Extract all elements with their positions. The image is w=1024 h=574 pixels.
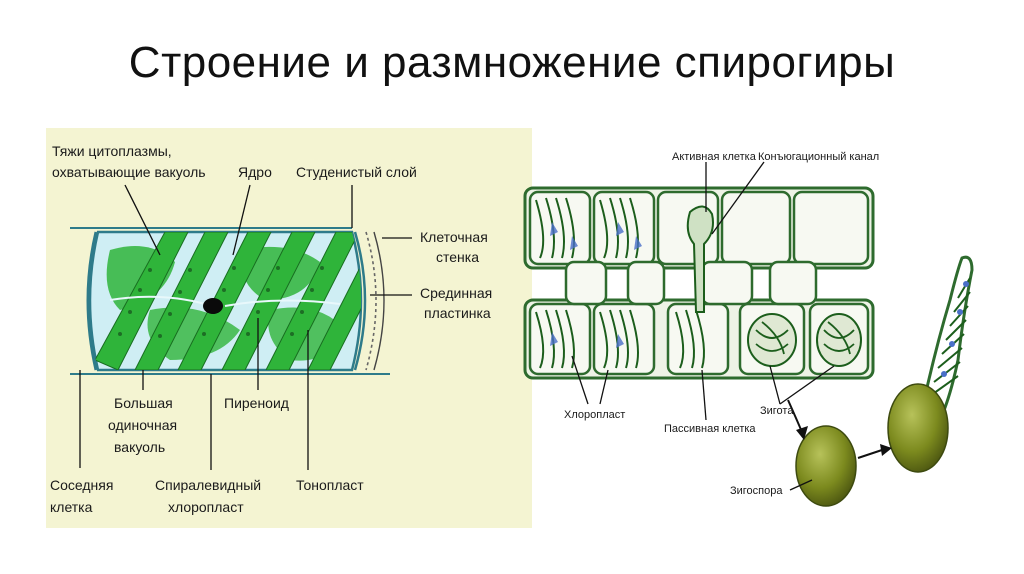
label-cell-wall-2: стенка <box>436 249 479 265</box>
spirogyra-cell <box>70 228 400 374</box>
label-chloroplast-right: Хлоропласт <box>564 409 625 421</box>
zygospore-shape <box>796 426 856 506</box>
nucleus-shape <box>203 298 223 314</box>
label-chloroplast: Спиралевидный <box>155 477 261 493</box>
label-zygote: Зигота <box>760 405 794 417</box>
label-middle-lamella: Срединная <box>420 285 492 301</box>
label-zygospore: Зигоспора <box>730 485 783 497</box>
germinating-zygospore <box>888 257 972 472</box>
label-vacuole-2: одиночная <box>108 417 177 433</box>
label-vacuole: Большая <box>114 395 173 411</box>
label-cytoplasm-strands: Тяжи цитоплазмы, <box>52 143 172 159</box>
label-cytoplasm-strands-2: охватывающие вакуоль <box>52 164 206 180</box>
label-tonoplast: Тонопласт <box>296 477 364 493</box>
label-conjugation-canal: Конъюгационный канал <box>758 151 879 163</box>
label-gelatinous-layer: Студенистый слой <box>296 164 417 180</box>
label-passive-cell: Пассивная клетка <box>664 423 756 435</box>
label-pyrenoid: Пиреноид <box>224 395 289 411</box>
label-middle-lamella-2: пластинка <box>424 305 491 321</box>
label-neighbor-cell: Соседняя <box>50 477 113 493</box>
label-nucleus: Ядро <box>238 164 272 180</box>
label-active-cell: Активная клетка <box>672 151 757 163</box>
label-vacuole-3: вакуоль <box>114 439 165 455</box>
label-chloroplast-2: хлоропласт <box>168 499 244 515</box>
conjugation-filaments <box>525 188 873 378</box>
label-neighbor-cell-2: клетка <box>50 499 93 515</box>
label-cell-wall: Клеточная <box>420 229 488 245</box>
